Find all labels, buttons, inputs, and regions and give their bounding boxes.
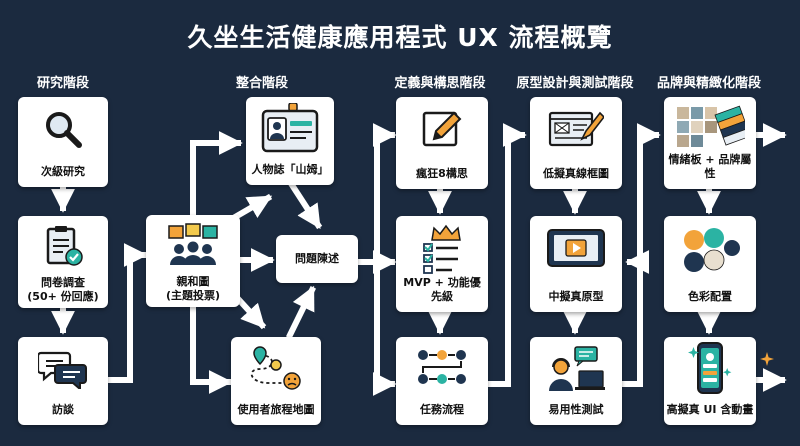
node-sublabel: (主題投票) — [165, 289, 221, 302]
chat-bubbles-icon — [38, 351, 87, 389]
node-color-scheme[interactable]: 色彩配置 — [664, 216, 756, 312]
arrow-interview-to-affinity — [105, 243, 148, 383]
node-label: 訪談 — [52, 403, 74, 416]
magnifier-icon — [46, 112, 82, 148]
node-label: 親和圖 — [176, 275, 210, 288]
node-label: 色彩配置 — [688, 290, 732, 303]
node-crazy8[interactable]: 瘋狂8構思 — [396, 97, 488, 189]
node-mid-fi[interactable]: 中擬真原型 — [530, 216, 622, 312]
node-label: MVP + 功能優先級 — [403, 276, 481, 303]
node-usability[interactable]: 易用性測試 — [530, 337, 622, 425]
arrow-affinity-to-persona — [190, 131, 243, 218]
node-label: 易用性測試 — [548, 403, 604, 416]
node-label: 問卷調查 — [41, 276, 85, 289]
column-header-synthesis: 整合階段 — [235, 76, 289, 91]
diagram-title: 久坐生活健康應用程式 UX 流程概覽 — [187, 23, 613, 52]
node-lofi[interactable]: 低擬真線框圖 — [530, 97, 622, 189]
arrow-taskflow-to-lofi — [485, 123, 527, 387]
sticky-notes-team-icon — [168, 223, 218, 265]
node-mvp[interactable]: MVP + 功能優先級 — [396, 216, 488, 312]
node-questionnaire[interactable]: 問卷調查 (50+ 份回應) — [18, 216, 108, 308]
node-label: 瘋狂8構思 — [416, 167, 468, 180]
column-header-branding: 品牌與精緻化階段 — [656, 76, 762, 91]
column-header-ideation: 定義與構思階段 — [394, 76, 486, 91]
node-persona[interactable]: 人物誌「山姆」 — [246, 97, 334, 185]
flow-nodes-icon — [418, 350, 466, 384]
clipboard-check-icon — [46, 226, 83, 266]
node-label-block: 問卷調查 (50+ 份回應) — [20, 276, 106, 304]
node-label: 任務流程 — [420, 403, 464, 416]
column-header-prototype: 原型設計與測試階段 — [516, 76, 634, 91]
user-testing-icon — [549, 346, 605, 391]
node-sublabel: (50+ 份回應) — [27, 290, 99, 303]
arrow-branch-to-crazy8 — [372, 123, 397, 265]
node-label: 使用者旅程地圖 — [237, 403, 315, 416]
arrow-branch-to-taskflow — [372, 259, 397, 396]
journey-path-icon — [250, 346, 301, 390]
node-problem-statement[interactable]: 問題陳述 — [276, 235, 358, 283]
sparkle-icon — [760, 352, 774, 366]
node-interview[interactable]: 訪談 — [18, 337, 108, 425]
palette-icon — [684, 228, 740, 272]
node-label: 高擬真 UI 含動畫 — [666, 403, 754, 416]
tablet-play-icon — [547, 229, 605, 267]
node-task-flow[interactable]: 任務流程 — [396, 337, 488, 425]
node-journey-map[interactable]: 使用者旅程地圖 — [231, 337, 321, 425]
node-hi-fi[interactable]: 高擬真 UI 含動畫 — [664, 337, 756, 425]
node-label-block: 親和圖 (主題投票) — [148, 275, 238, 303]
arrow-affinity-to-journey — [190, 302, 233, 394]
arrow-usability-loop — [619, 250, 650, 387]
crown-checklist-icon — [423, 224, 461, 274]
node-label: 中擬真原型 — [548, 290, 604, 303]
node-label: 問題陳述 — [295, 252, 339, 265]
arrow-journey-to-problem — [285, 285, 317, 340]
wireframe-icon — [548, 111, 604, 147]
node-affinity[interactable]: 親和圖 (主題投票) — [146, 215, 240, 307]
arrow-usability-to-moodboard — [636, 123, 661, 265]
column-header-research: 研究階段 — [36, 76, 90, 91]
arrow-persona-to-problem — [287, 180, 323, 230]
id-card-icon — [261, 103, 319, 153]
moodboard-swatch-icon — [677, 105, 745, 147]
node-label: 人物誌「山姆」 — [251, 163, 329, 176]
node-secondary-research[interactable]: 次級研究 — [18, 97, 108, 187]
node-label: 次級研究 — [41, 165, 85, 178]
node-label: 情緒板 + 品牌屬性 — [668, 153, 752, 180]
node-label: 低擬真線框圖 — [543, 167, 609, 180]
node-moodboard[interactable]: 情緒板 + 品牌屬性 — [664, 97, 756, 189]
pencil-icon — [422, 111, 462, 147]
phone-ui-icon — [688, 342, 732, 394]
